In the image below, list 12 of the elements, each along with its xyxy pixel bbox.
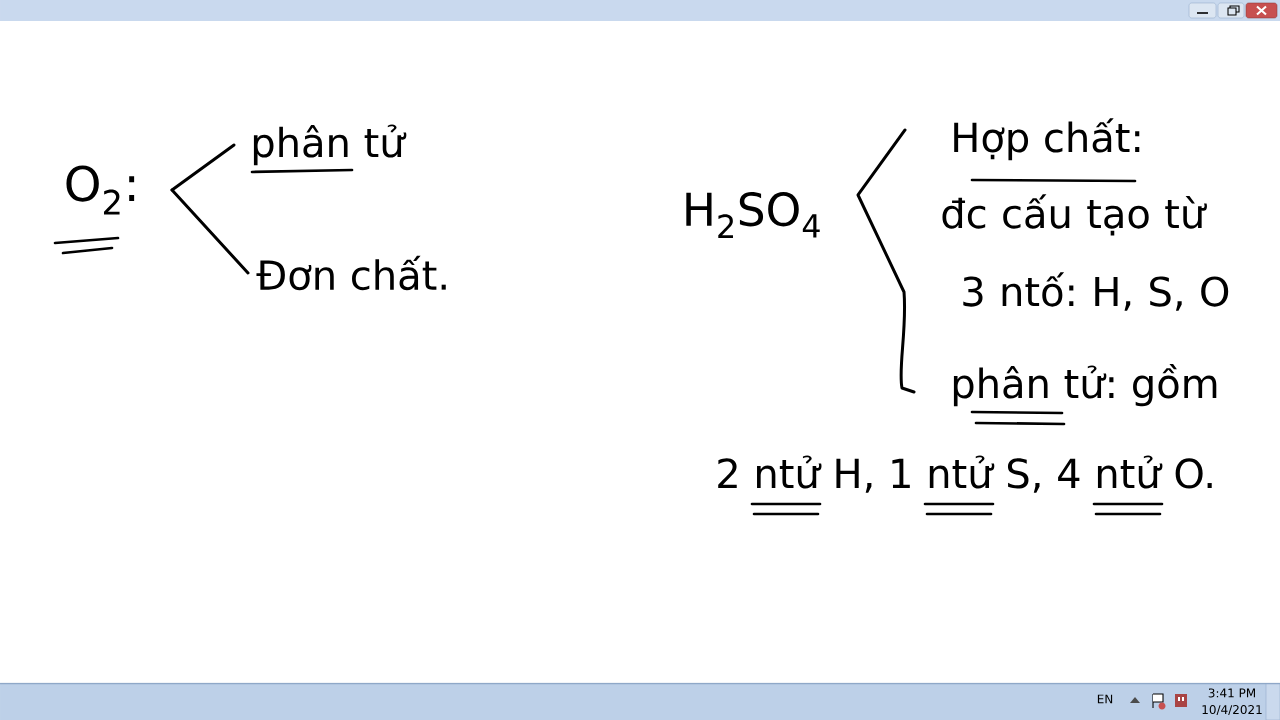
clock-time: 3:41 PM bbox=[1208, 688, 1255, 698]
formula: H$_{2}$SO$_{4}$ bbox=[686, 192, 820, 238]
note-text: 2 ntử H, 1 ntử S, 4 ntử O. bbox=[718, 455, 1212, 493]
branch-line bbox=[170, 143, 236, 192]
note-text: phân tử: gồm bbox=[953, 364, 1217, 407]
formula: O$_{2}$: bbox=[66, 165, 135, 215]
clock-date: 10/4/2021 bbox=[1202, 705, 1262, 715]
branch-line bbox=[170, 188, 250, 275]
heading-text: Hợp chất: bbox=[954, 118, 1140, 161]
term-label: Đơn chất. bbox=[256, 255, 446, 291]
language-label: EN bbox=[1097, 694, 1113, 704]
term-label: phân tử bbox=[253, 124, 407, 166]
